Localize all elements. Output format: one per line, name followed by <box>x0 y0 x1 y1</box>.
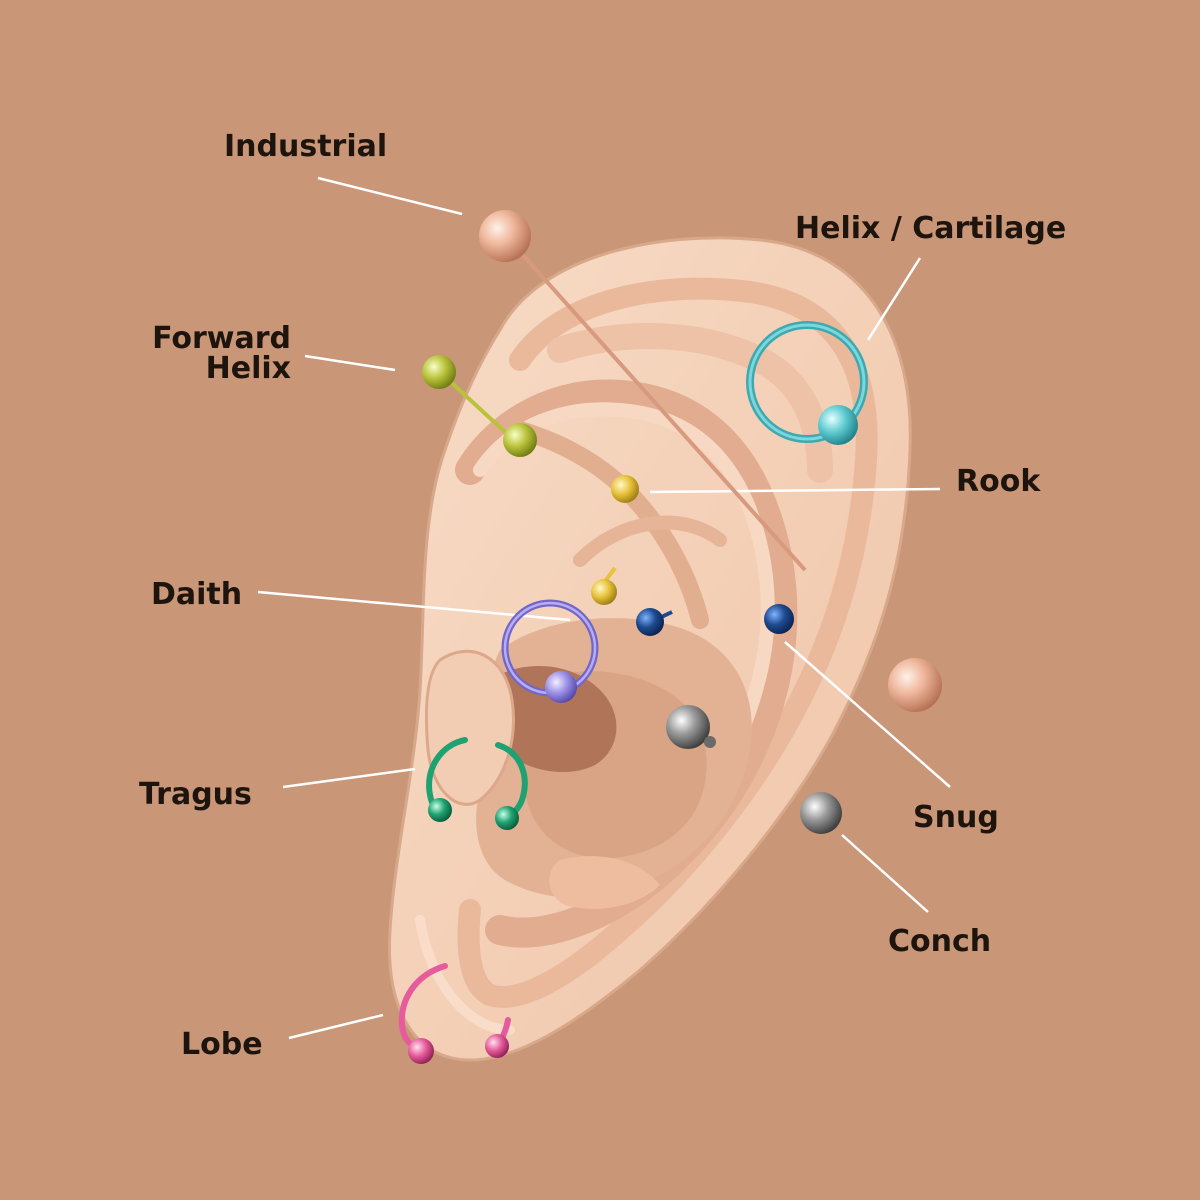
ear-canal <box>482 666 617 773</box>
tragus-horseshoes <box>426 737 528 830</box>
lobe-horseshoe <box>398 963 511 1064</box>
label-snug: Snug <box>913 800 999 835</box>
conch-studs <box>666 705 842 834</box>
label-forward-helix-line2: Helix <box>205 351 291 386</box>
snug-studs <box>636 604 794 636</box>
leader-forward-helix <box>304 354 396 372</box>
leader-snug <box>784 641 951 788</box>
label-industrial: Industrial <box>224 129 388 164</box>
ear-illustration <box>387 236 912 1062</box>
daith-ring <box>501 599 599 703</box>
label-forward-helix: Forward Helix <box>140 324 291 384</box>
leader-helix-cartilage <box>866 257 922 341</box>
label-conch: Conch <box>888 924 992 959</box>
rook-ridge <box>511 421 709 629</box>
rook-stud <box>591 475 639 605</box>
helix-ring <box>746 321 868 445</box>
tragus <box>424 649 515 806</box>
helix-rim-shade <box>457 277 878 1008</box>
leader-tragus <box>282 767 416 789</box>
leader-rook <box>649 487 941 494</box>
industrial-barbell <box>479 210 942 712</box>
leader-lines <box>257 176 951 1040</box>
leader-conch <box>841 834 929 913</box>
label-tragus: Tragus <box>139 777 252 812</box>
label-rook: Rook <box>956 464 1041 499</box>
label-helix-cartilage: Helix / Cartilage <box>795 211 1067 246</box>
forward-helix-studs <box>422 355 537 457</box>
leader-lobe <box>288 1013 384 1040</box>
leader-industrial <box>317 176 463 216</box>
label-forward-helix-line1: Forward <box>152 321 291 356</box>
label-lobe: Lobe <box>181 1027 263 1062</box>
label-daith: Daith <box>151 577 243 612</box>
